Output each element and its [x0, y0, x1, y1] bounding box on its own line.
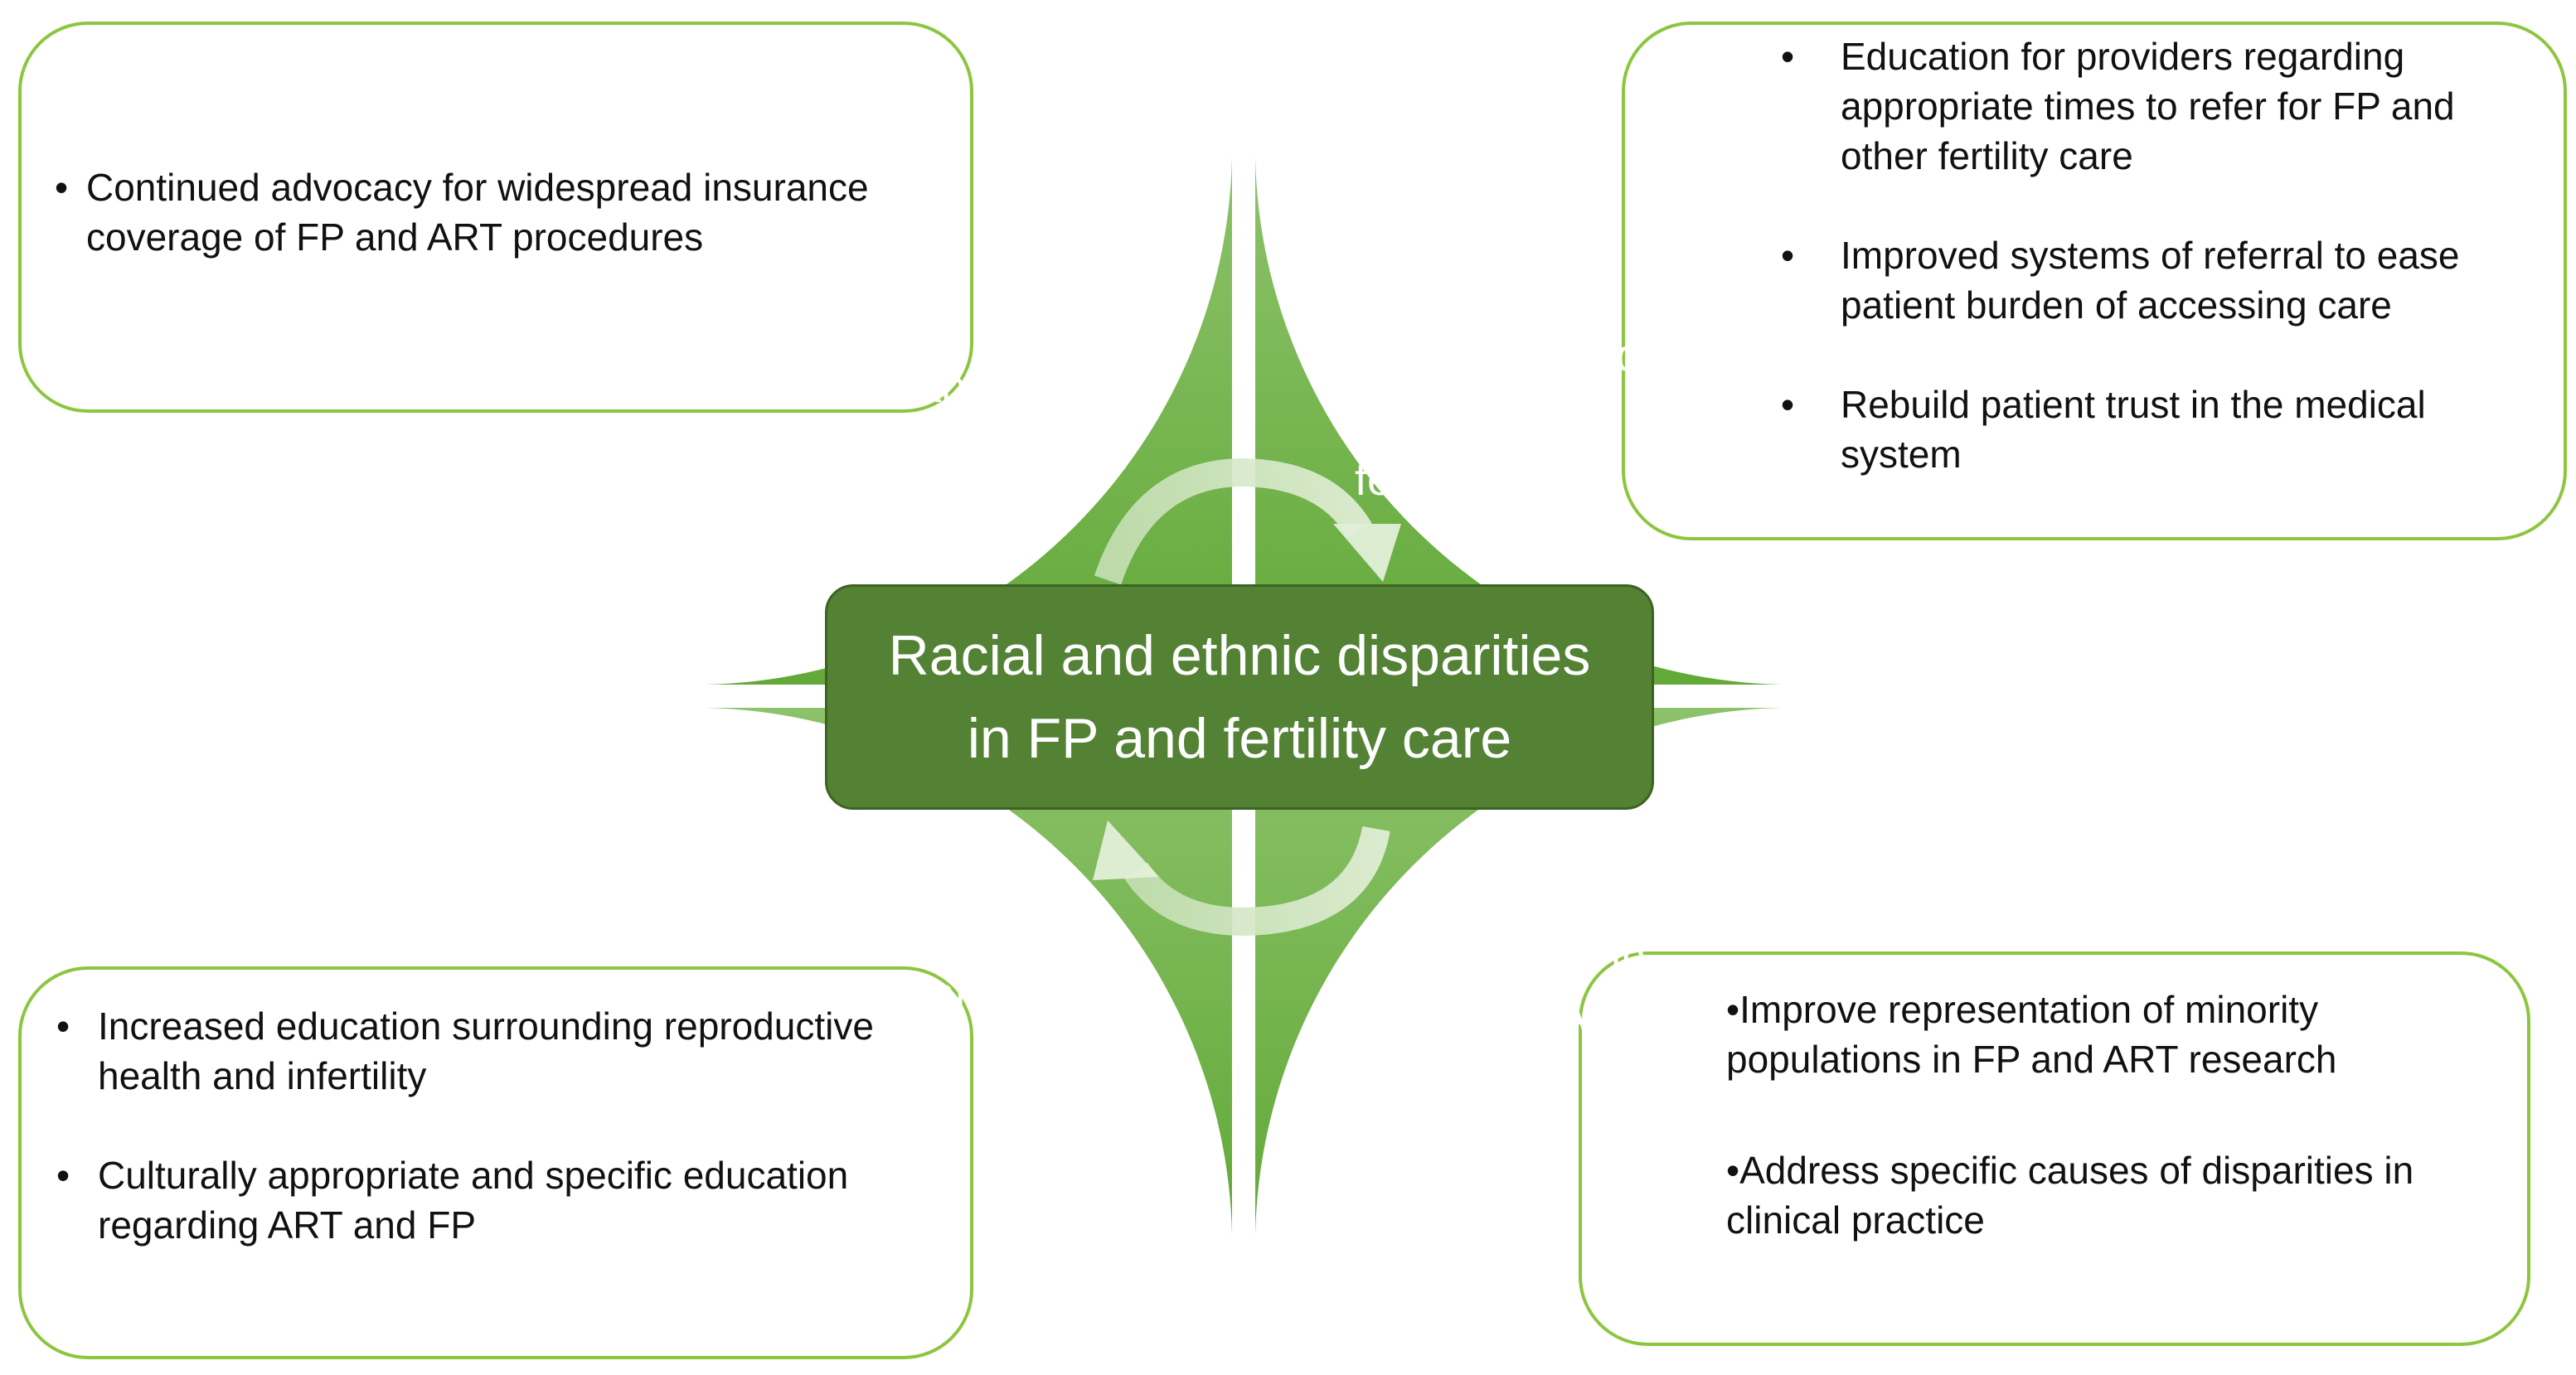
callout-item: • Continued advocacy for widespread insur… [55, 162, 958, 262]
bullet-icon: • [56, 1005, 70, 1048]
cycle-arrow-top-icon [1094, 458, 1401, 585]
cycle-arrow-bottom-icon [1093, 821, 1390, 937]
center-title: Racial and ethnic disparities in FP and … [888, 624, 1591, 770]
callout-box-top-right [1622, 22, 2567, 540]
center-title-box: Racial and ethnic disparities in FP and … [825, 584, 1654, 810]
callout-list-bottom-right: •Improve representation of minority popu… [1726, 985, 2506, 1306]
callout-item-text: Improved systems of referral to ease pat… [1841, 234, 2460, 327]
bullet-icon: • [1780, 35, 1795, 78]
callout-box-top-left [18, 22, 973, 413]
quadrant-bottom-left [705, 708, 1232, 1235]
quadrant-top-left [705, 157, 1232, 685]
callout-list-top-right: • Education for providers regarding appro… [1771, 31, 2534, 479]
callout-item-text: Improve representation of minority popul… [1726, 988, 2337, 1081]
callout-item: • Education for providers regarding appro… [1771, 31, 2534, 181]
callout-item: •Improve representation of minority popu… [1726, 985, 2506, 1084]
quadrant-label-health-literacy: Low reproductive health literacy [880, 845, 1157, 1019]
callout-item-text: Continued advocacy for widespread insura… [86, 166, 869, 259]
bullet-icon: • [1780, 234, 1795, 277]
callout-item-text: Rebuild patient trust in the medical sys… [1841, 383, 2426, 476]
bullet-icon: • [56, 1154, 70, 1197]
callout-item-text: Culturally appropriate and specific educ… [98, 1154, 849, 1247]
bullet-icon: • [1726, 988, 1740, 1031]
quadrant-label-financial-barriers: Financial barriers to care [854, 362, 1056, 536]
callout-list-top-left: • Continued advocacy for widespread insur… [55, 162, 958, 262]
bullet-icon: • [55, 166, 69, 209]
callout-item: •Address specific causes of disparities … [1726, 1145, 2506, 1245]
callout-box-bottom-left [18, 966, 973, 1359]
callout-item: • Increased education surrounding reprodu… [46, 1001, 958, 1101]
callout-item-text: Increased education surrounding reproduc… [98, 1005, 874, 1097]
callout-box-bottom-right [1579, 951, 2530, 1346]
callout-item: • Rebuild patient trust in the medical sy… [1771, 380, 2534, 479]
quadrant-label-suboptimal-outcomes: Suboptimal outcomes in FP and ART [1404, 869, 1647, 1043]
callout-list-bottom-left: • Increased education surrounding reprodu… [46, 1001, 958, 1250]
callout-item-text: Education for providers regarding approp… [1841, 35, 2455, 177]
bullet-icon: • [1726, 1149, 1740, 1192]
callout-item-text: Address specific causes of disparities i… [1726, 1149, 2414, 1242]
bullet-icon: • [1780, 383, 1795, 426]
callout-item: • Improved systems of referral to ease pa… [1771, 230, 2534, 330]
callout-item: • Culturally appropriate and specific edu… [46, 1150, 958, 1250]
quadrant-label-bias: Perceived and actual bias in fertility c… [1355, 331, 1642, 505]
